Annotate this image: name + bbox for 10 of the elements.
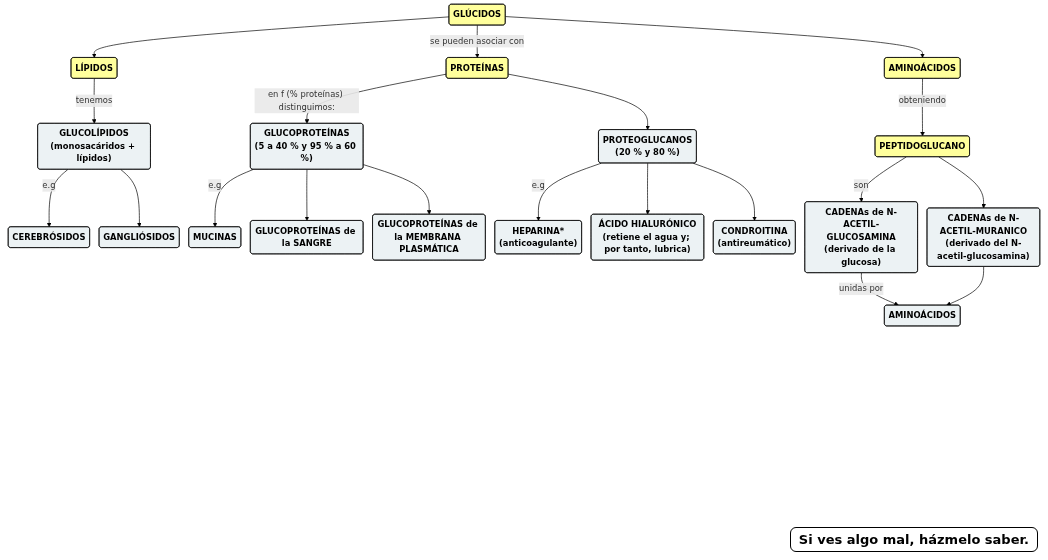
- edge-label: se pueden asociar con: [430, 36, 525, 46]
- note-text: Si ves algo mal, házmelo saber.: [789, 527, 1038, 552]
- edge-label: obteniendo: [898, 95, 946, 106]
- edge-label: unidas por: [839, 283, 884, 294]
- edge-label: tenemos: [75, 95, 113, 106]
- edge-label: en f (% proteínas) distinguimos:: [267, 89, 343, 112]
- edge-label: e.g: [42, 180, 56, 191]
- edge-label: e.g: [531, 180, 545, 191]
- edge-label: e.g: [208, 180, 222, 191]
- edge-label: son: [853, 180, 869, 191]
